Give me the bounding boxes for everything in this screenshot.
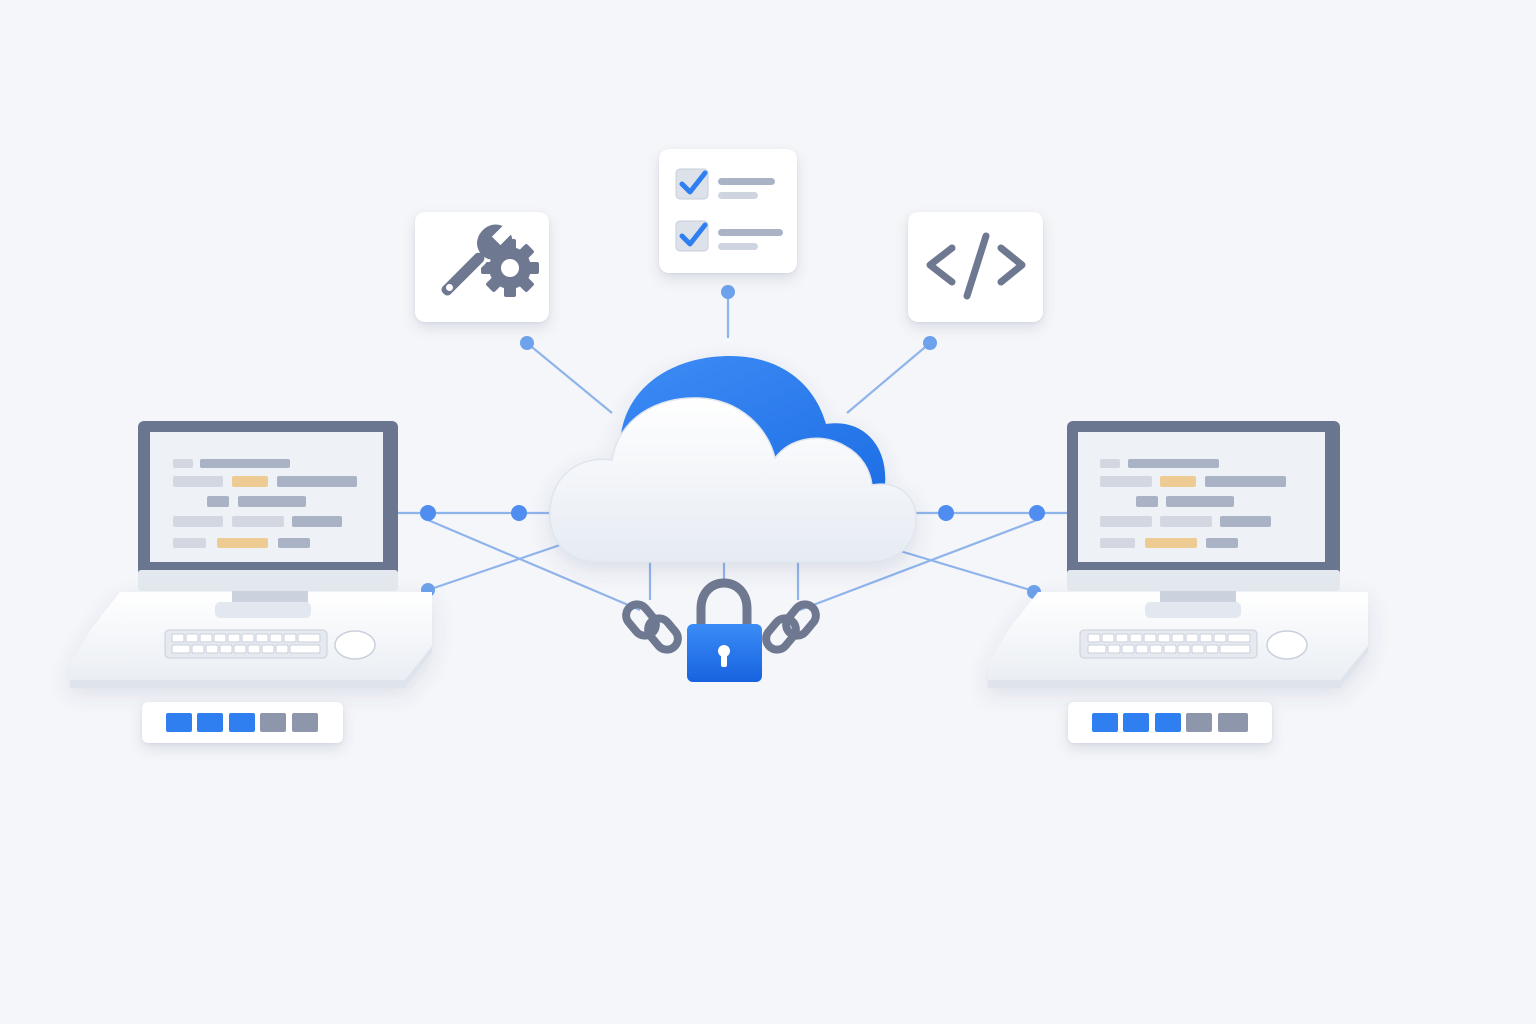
link-line — [889, 546, 1038, 594]
node-dot — [1029, 505, 1045, 521]
node-dot — [420, 505, 436, 521]
node-dot — [511, 505, 527, 521]
tools-card — [415, 212, 549, 322]
node-dot — [923, 336, 937, 350]
link-line — [526, 342, 613, 414]
right-workstation — [988, 421, 1368, 688]
screen-code-lines — [1100, 459, 1286, 548]
code-card — [908, 212, 1043, 322]
status-blocks — [166, 713, 318, 732]
monitor — [138, 421, 398, 591]
screen-code-lines — [173, 459, 357, 548]
cloud-icon — [549, 356, 917, 563]
link-line — [846, 342, 931, 414]
wrench-gear-icon — [438, 222, 539, 299]
checklist-icon — [675, 168, 783, 252]
keyboard — [164, 629, 328, 659]
link-line — [427, 543, 561, 592]
mouse — [334, 630, 376, 660]
status-blocks — [1092, 713, 1248, 732]
right-status-bar — [1068, 702, 1272, 743]
link-line — [799, 518, 1038, 612]
keyboard — [1079, 629, 1258, 659]
link-line — [427, 518, 641, 612]
node-dot — [721, 285, 735, 299]
node-dot — [938, 505, 954, 521]
monitor — [1067, 421, 1340, 591]
node-dot — [520, 336, 534, 350]
chain-link-icon — [622, 600, 820, 654]
left-status-bar — [142, 702, 343, 743]
padlock-icon — [687, 578, 762, 682]
checklist-card — [659, 149, 797, 273]
code-brackets-icon — [926, 232, 1026, 300]
left-workstation — [70, 421, 432, 688]
mouse — [1266, 630, 1308, 660]
